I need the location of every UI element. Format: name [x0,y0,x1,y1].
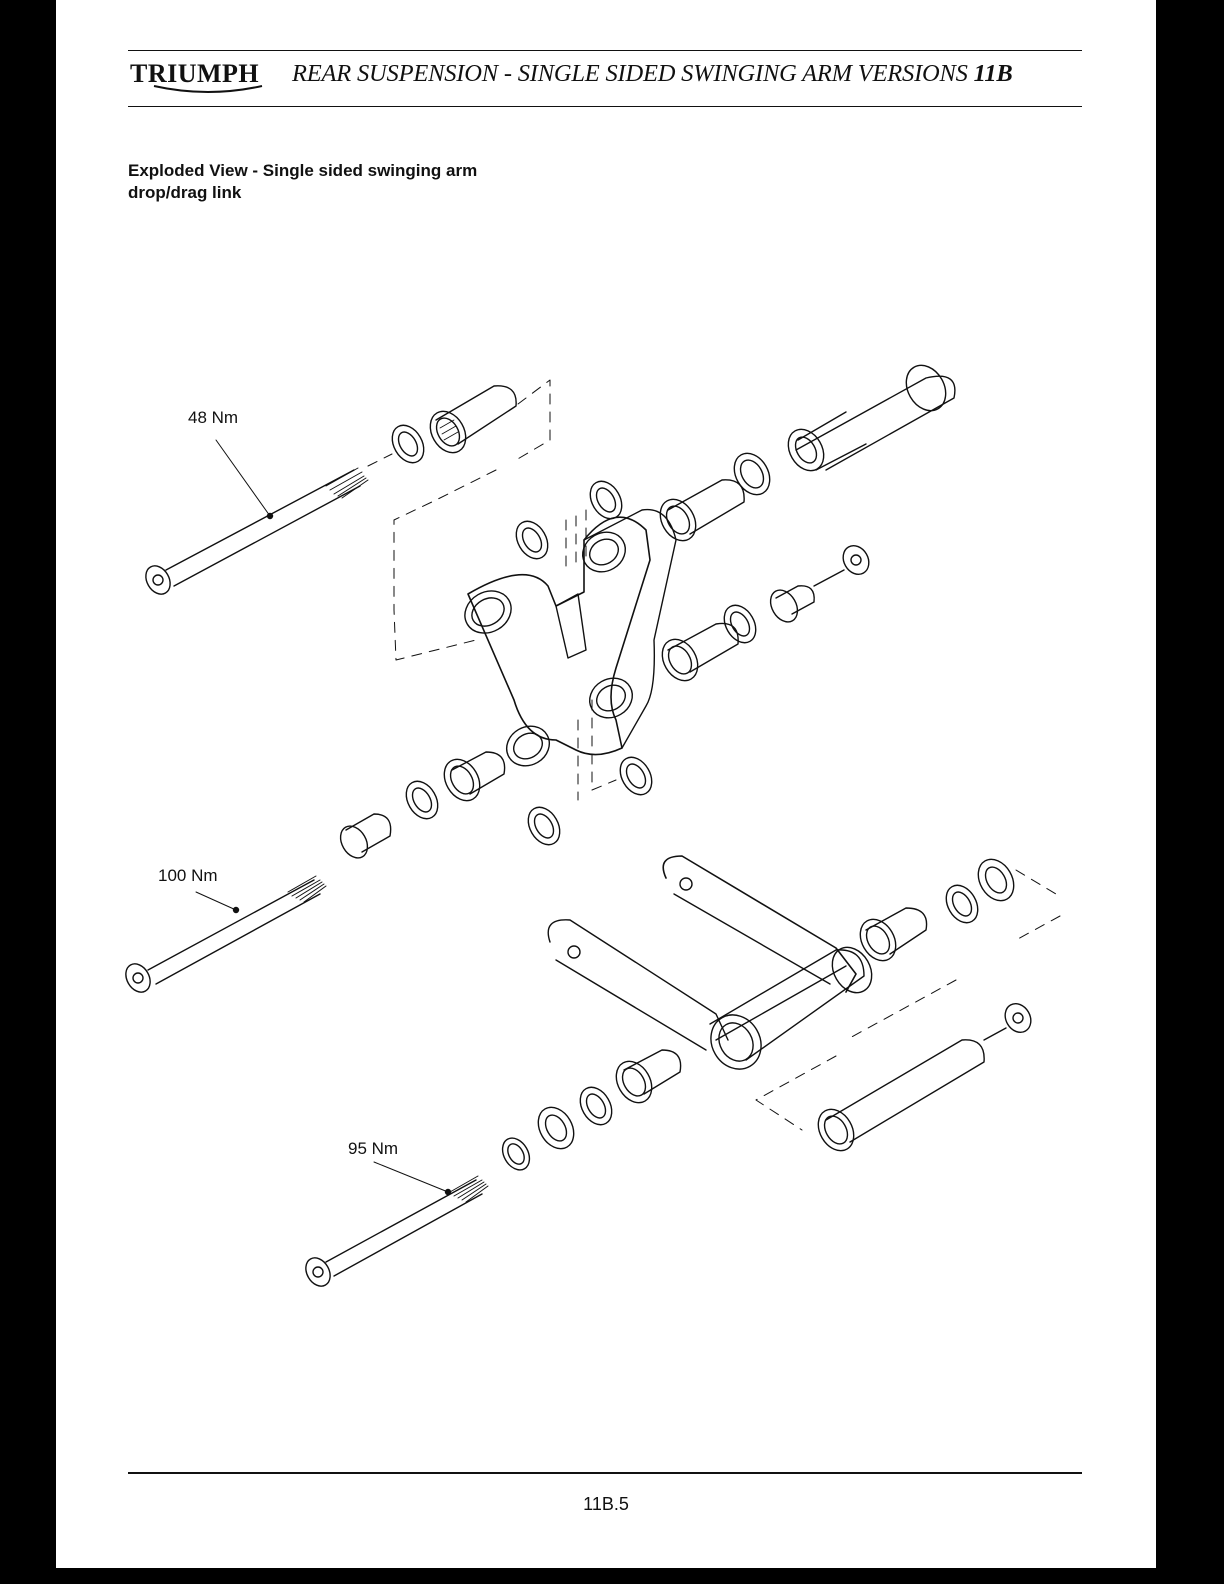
exploded-view-drawing [56,0,1156,1568]
torque-label-48nm: 48 Nm [188,408,238,428]
drag-link-right-parts [756,853,1060,1157]
torque-label-95nm: 95 Nm [348,1139,398,1159]
upper-right-shaft-parts [510,358,955,570]
lower-left-pivot-parts [121,700,658,996]
page-number: 11B.5 [556,1494,656,1515]
lowest-pivot-parts [301,1050,681,1290]
drag-link [548,856,879,1078]
torque-label-100nm: 100 Nm [158,866,218,886]
drop-link [457,510,676,774]
footer-rule [128,1472,1082,1474]
middle-right-parts [655,541,874,687]
manual-page: TRIUMPH REAR SUSPENSION - SINGLE SIDED S… [56,0,1156,1568]
